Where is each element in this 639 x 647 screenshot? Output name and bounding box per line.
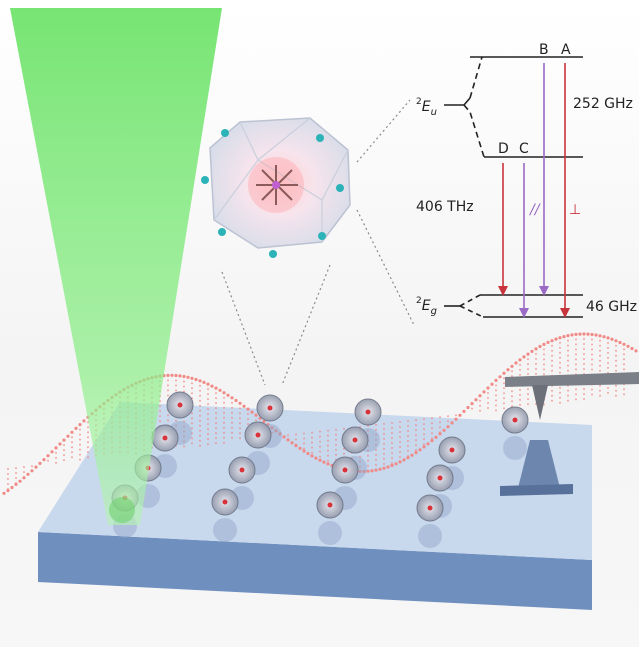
molecule (316, 491, 344, 545)
optical-frequency-label: 406 THz (416, 199, 474, 215)
molecule-array (111, 391, 529, 548)
label-A: A (561, 42, 571, 58)
energy-level-diagram (444, 56, 583, 318)
molecule (331, 456, 359, 510)
label-B: B (539, 42, 549, 58)
molecule-cage-icon (201, 117, 351, 258)
label-D: D (498, 141, 509, 157)
upper-splitting-label: 252 GHz (573, 96, 633, 112)
afm-tip-icon (500, 372, 639, 496)
laser-spot (109, 497, 135, 523)
lower-splitting-label: 46 GHz (586, 299, 637, 315)
parallel-symbol: // (528, 202, 541, 218)
lower-state-label: 2Eg (416, 296, 437, 317)
upper-state-label: 2Eu (416, 97, 437, 118)
perp-symbol: ⊥ (569, 202, 581, 218)
molecule (501, 406, 529, 460)
label-C: C (519, 141, 529, 157)
green-laser-beam-icon (10, 8, 222, 525)
zoom-lines (221, 99, 415, 386)
molecule (416, 494, 444, 548)
substrate-front (38, 532, 592, 610)
molecule (211, 488, 239, 542)
